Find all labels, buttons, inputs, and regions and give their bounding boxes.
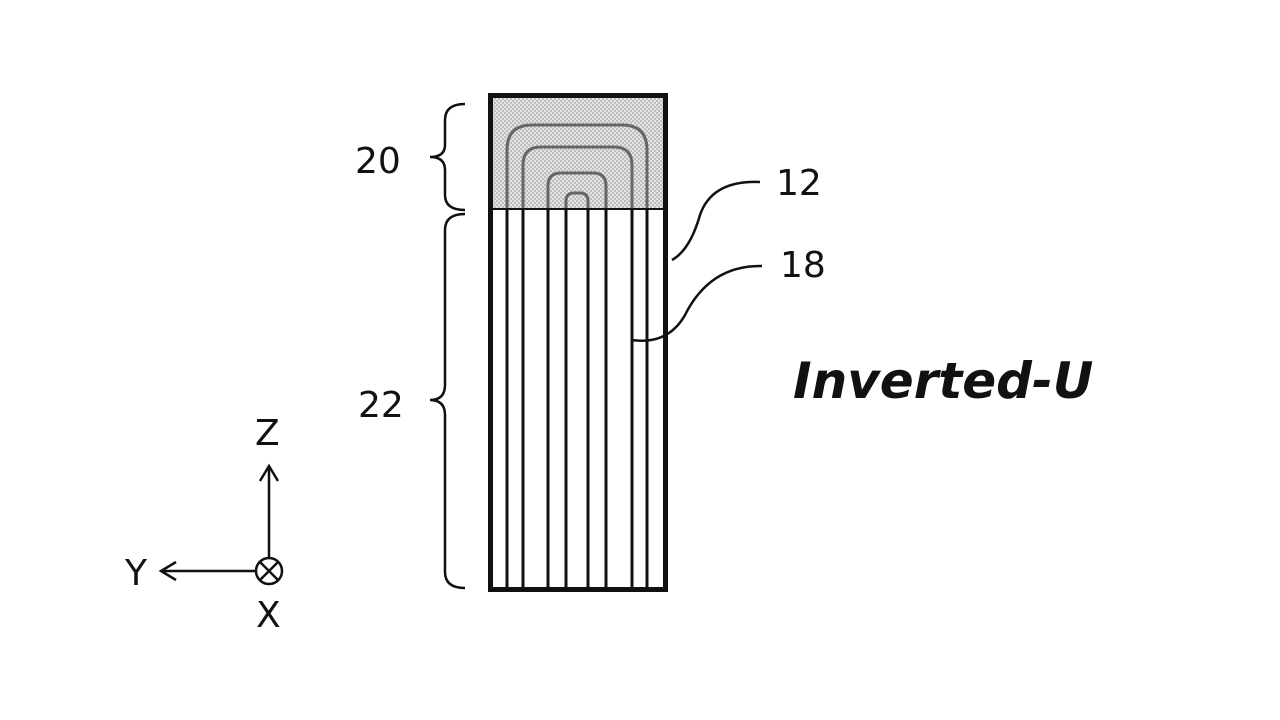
label-18: 18 xyxy=(780,245,826,286)
x-into-page-icon xyxy=(254,556,284,586)
outer-body-12 xyxy=(488,93,668,592)
leader-12 xyxy=(671,180,761,262)
inverted-u-arches xyxy=(505,123,649,209)
brace-20 xyxy=(429,102,466,212)
channels xyxy=(505,209,649,590)
leader-18 xyxy=(631,264,763,342)
y-arrowhead-icon xyxy=(158,560,177,582)
axis-label-y: Y xyxy=(124,553,148,594)
figure-title: Inverted-U xyxy=(793,352,1093,410)
label-22: 22 xyxy=(358,385,404,426)
label-12: 12 xyxy=(776,163,822,204)
z-arrowhead-icon xyxy=(258,463,280,482)
axis-triad xyxy=(158,463,284,586)
brace-22 xyxy=(429,212,466,590)
axis-label-x: X xyxy=(256,595,281,636)
label-20: 20 xyxy=(355,141,401,182)
axis-label-z: Z xyxy=(255,413,280,454)
top-region-shading xyxy=(491,96,665,209)
